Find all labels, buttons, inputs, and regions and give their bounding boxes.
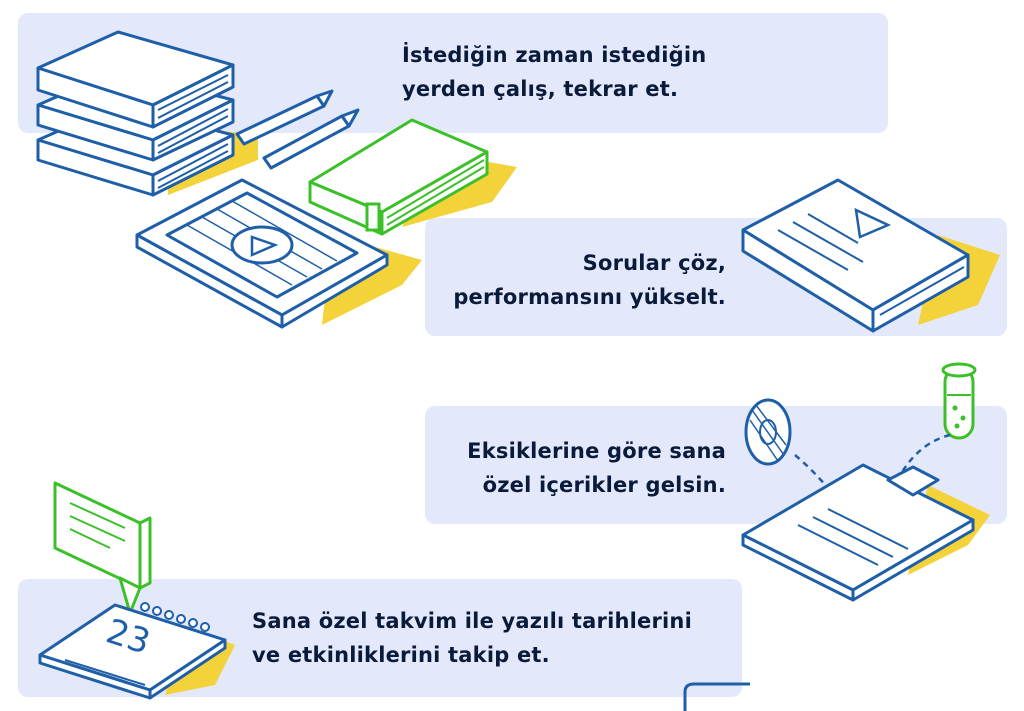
calendar-icon: 23 bbox=[38, 602, 235, 700]
card-4-text: Sana özel takvim ile yazılı tarihlerini … bbox=[252, 604, 692, 672]
card-1-line-1: İstediğin zaman istediğin bbox=[402, 43, 707, 67]
card-2-text: Sorular çöz, performansını yükselt. bbox=[453, 246, 726, 314]
clipboard-icon bbox=[741, 463, 990, 602]
partial-device-icon bbox=[683, 682, 750, 711]
tablet-video-icon bbox=[135, 178, 422, 329]
chat-bubble-icon bbox=[53, 481, 152, 615]
pencil-icon bbox=[235, 89, 360, 170]
card-2-line-2: performansını yükselt. bbox=[453, 285, 726, 309]
card-3-line-1: Eksiklerine göre sana bbox=[467, 439, 726, 463]
card-3-line-2: özel içerikler gelsin. bbox=[482, 473, 726, 497]
notebook-icon bbox=[308, 118, 517, 236]
document-icon bbox=[741, 178, 1000, 333]
test-tube-icon bbox=[941, 362, 977, 440]
card-3-text: Eksiklerine göre sana özel içerikler gel… bbox=[467, 434, 726, 502]
card-4-line-1: Sana özel takvim ile yazılı tarihlerini bbox=[252, 609, 692, 633]
card-4-line-2: ve etkinliklerini takip et. bbox=[252, 643, 550, 667]
card-1-text: İstediğin zaman istediğin yerden çalış, … bbox=[402, 38, 706, 106]
books-icon bbox=[36, 30, 258, 197]
disc-icon bbox=[744, 398, 792, 466]
card-1-line-2: yerden çalış, tekrar et. bbox=[402, 77, 679, 101]
card-2-line-1: Sorular çöz, bbox=[582, 251, 726, 275]
